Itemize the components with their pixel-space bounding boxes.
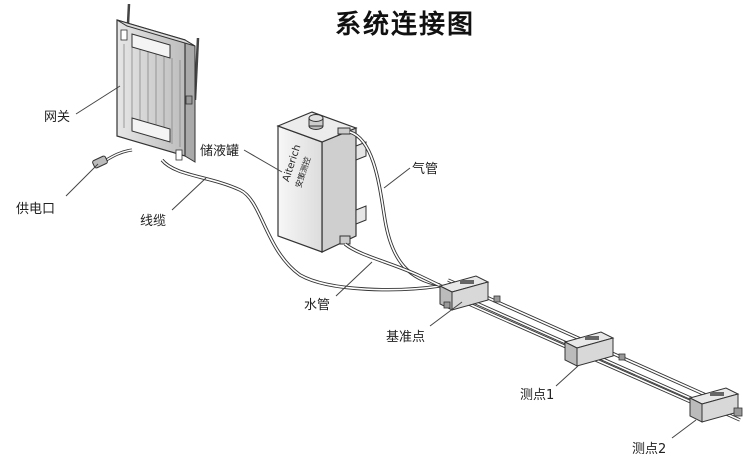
cable xyxy=(160,158,441,292)
air-tube xyxy=(349,130,441,287)
label-reference-point: 基准点 xyxy=(386,330,426,345)
gateway-antenna-left xyxy=(126,3,131,25)
label-measure-point-1: 测点1 xyxy=(520,388,555,403)
label-power-port: 供电口 xyxy=(16,202,56,217)
storage-tank: Aiterich 安策测控 xyxy=(276,111,367,253)
power-connector xyxy=(92,148,133,169)
label-storage-tank: 储液罐 xyxy=(200,144,240,159)
label-water-tube: 水管 xyxy=(304,298,331,313)
sensor-measure-point-1 xyxy=(563,331,626,367)
leader-lines xyxy=(65,85,697,439)
sensor-measure-point-2 xyxy=(688,387,743,423)
diagram-title: 系统连接图 xyxy=(335,10,476,40)
label-cable: 线缆 xyxy=(140,214,167,229)
label-measure-point-2: 测点2 xyxy=(632,442,667,457)
water-tube xyxy=(343,242,446,290)
label-air-tube: 气管 xyxy=(412,162,439,177)
gateway-device xyxy=(116,3,200,163)
label-gateway: 网关 xyxy=(44,110,71,125)
